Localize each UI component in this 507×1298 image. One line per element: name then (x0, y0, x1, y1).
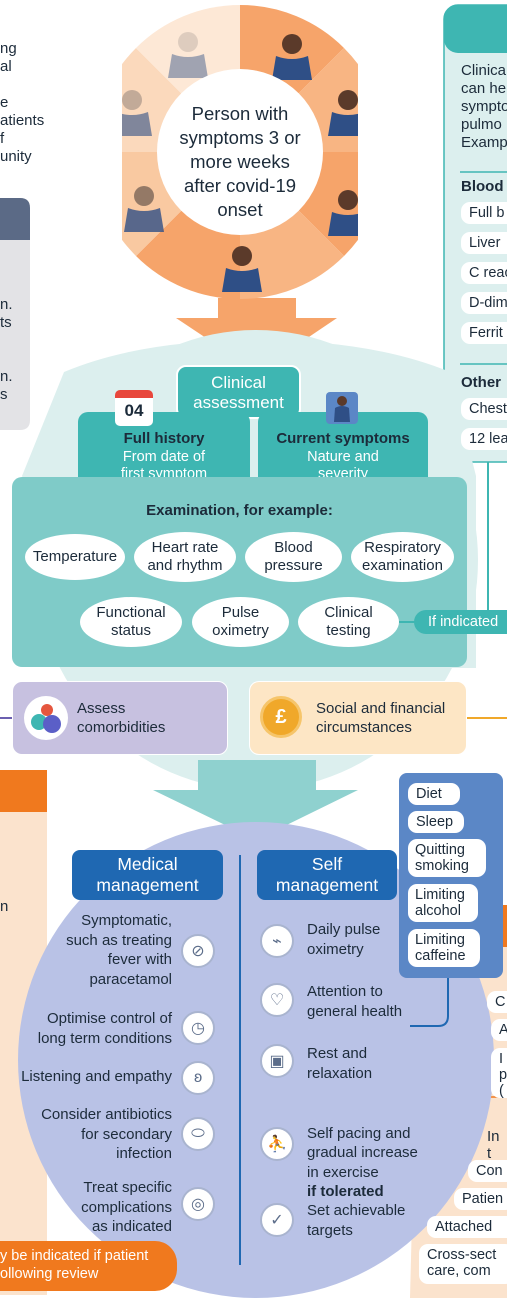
right-fragment-item: C (487, 991, 507, 1013)
pill-icon: ⊘ (181, 934, 215, 968)
right-fragment-line: Patien (454, 1188, 507, 1210)
if-indicated-connector (399, 621, 417, 623)
capsule-icon: ⬭ (181, 1117, 215, 1151)
left-orange-fragment: n (0, 898, 9, 915)
self-item-pulse-oximetry: Daily pulse oximetry (307, 921, 381, 958)
lifestyle-item-smoking: Quitting smoking (408, 839, 486, 877)
self-item-general-health: Attention to general health (307, 983, 403, 1020)
blood-test-item: Liver (461, 232, 507, 254)
exam-functional-status: Functional status (80, 597, 182, 647)
medical-item-symptomatic: Symptomatic, such as treating fever with… (66, 912, 172, 988)
exam-blood-pressure: Blood pressure (245, 532, 342, 582)
jar-icon: ▣ (260, 1044, 294, 1078)
right-fragment-in-t: In t (487, 1128, 500, 1162)
examination-title: Examination, for example: (146, 502, 333, 519)
current-symptoms-title: Current symptoms (276, 430, 410, 447)
right-fragment-line: Attached (427, 1216, 507, 1238)
comorbidities-label: Assess comorbidities (77, 700, 166, 736)
self-item-exercise: Self pacing and gradual increase in exer… (307, 1104, 418, 1202)
right-fragment-item: I p ( (491, 1048, 507, 1099)
medical-management-title: Medical management (72, 850, 223, 900)
blood-test-item: Ferrit (461, 322, 507, 344)
check-icon: ✓ (260, 1203, 294, 1237)
heart-icon: ♡ (260, 983, 294, 1017)
exam-pulse-oximetry: Pulse oximetry (192, 597, 289, 647)
lifestyle-item-sleep: Sleep (408, 811, 464, 833)
right-fragment-line: Con (468, 1160, 507, 1182)
target-icon: ◎ (181, 1187, 215, 1221)
right-fragment-line: Cross-sect care, com (419, 1244, 507, 1284)
exam-respiratory: Respiratory examination (351, 532, 454, 582)
exam-clinical-testing: Clinical testing (298, 597, 399, 647)
lifestyle-item-alcohol: Limiting alcohol (408, 884, 478, 922)
comorbidities-icon (24, 696, 68, 740)
self-item-exercise-text: Self pacing and gradual increase in exer… (307, 1124, 418, 1181)
blood-test-item: C reac (461, 262, 507, 284)
exam-heart-rate: Heart rate and rhythm (134, 532, 236, 582)
medical-item-complications: Treat specific complications as indicate… (81, 1179, 172, 1235)
self-item-targets: Set achievable targets (307, 1202, 406, 1239)
lifestyle-item-diet: Diet (408, 783, 460, 805)
blood-heading: Blood (461, 178, 504, 195)
ear-icon: ʚ (181, 1061, 215, 1095)
if-tolerated-emphasis: if tolerated (307, 1183, 384, 1200)
runner-icon: ⛹ (260, 1127, 294, 1161)
clock-icon: ◷ (181, 1011, 215, 1045)
medical-item-long-term: Optimise control of long term conditions (37, 1010, 172, 1047)
right-fragment-item: A (491, 1019, 507, 1041)
calendar-number: 04 (124, 401, 144, 420)
medical-item-listening: Listening and empathy (21, 1068, 172, 1085)
social-label: Social and financial circumstances (316, 700, 446, 736)
clinical-assessment-title: Clinical assessment (176, 365, 301, 419)
symptom-wheel (122, 4, 358, 300)
if-indicated-tag: If indicated (414, 610, 507, 634)
exam-temperature: Temperature (25, 534, 125, 580)
full-history-title: Full history (123, 430, 205, 447)
other-test-item: Chest (461, 398, 507, 420)
self-management-title: Self management (257, 850, 397, 900)
coin-icon: £ (260, 696, 302, 738)
hub-text: Person with symptoms 3 or more weeks aft… (179, 103, 301, 220)
self-item-rest: Rest and relaxation (307, 1045, 373, 1082)
lifestyle-item-caffeine: Limiting caffeine (408, 929, 480, 967)
pulse-icon: ⌁ (260, 924, 294, 958)
other-heading: Other (461, 374, 502, 391)
person-icon (326, 392, 358, 424)
pound-symbol: £ (275, 706, 287, 728)
blood-test-item: D-dim (461, 292, 507, 314)
medical-items: Symptomatic, such as treating fever with… (0, 0, 172, 1298)
medical-item-antibiotics: Consider antibiotics for secondary infec… (41, 1106, 172, 1162)
bottom-orange-note: y be indicated if patient ollowing revie… (0, 1241, 177, 1291)
calendar-icon: 04 (115, 390, 153, 426)
other-test-item: 12 lea (461, 428, 507, 450)
blood-test-item: Full b (461, 202, 507, 224)
